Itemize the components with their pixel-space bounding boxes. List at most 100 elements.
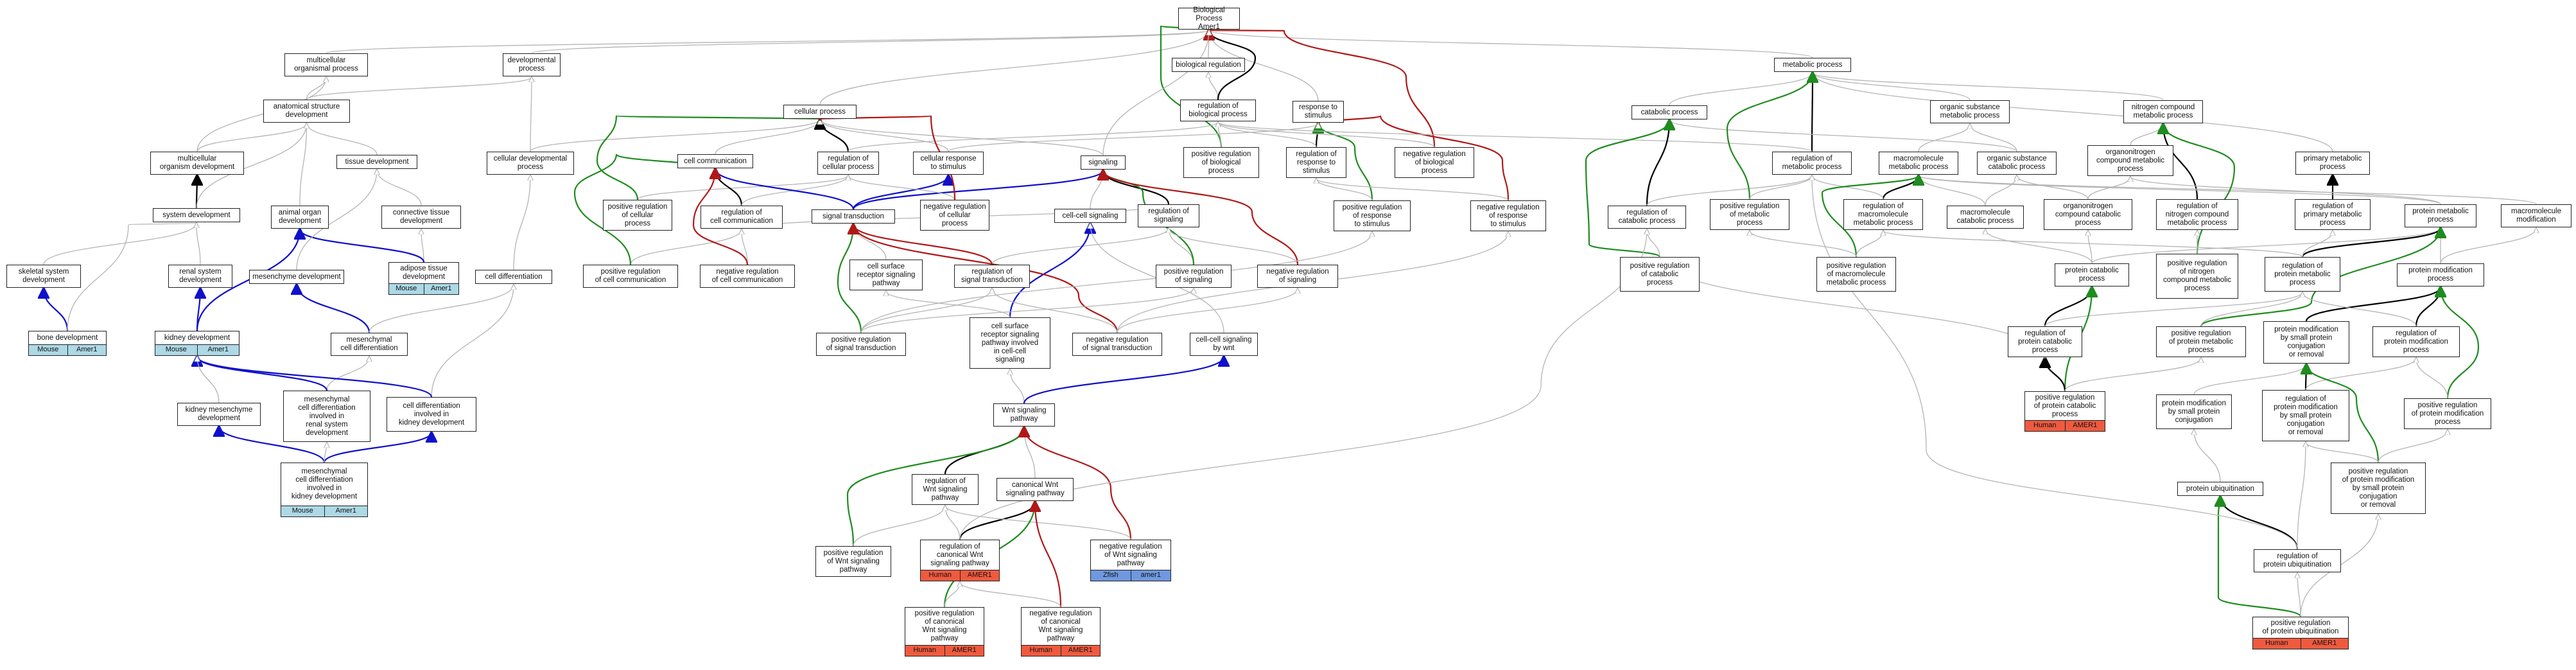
go-term-mesench-dev[interactable]: mesenchyme development [249,270,344,284]
go-term-reg-macro[interactable]: regulation of macromolecule metabolic pr… [1843,199,1923,230]
go-term-reg-cp[interactable]: regulation of cellular process [817,152,879,175]
go-term-reg-wnt[interactable]: regulation of Wnt signaling pathway [912,474,979,505]
go-term-reg-st[interactable]: regulation of signal transduction [954,265,1030,288]
go-term-pos-reg-sig[interactable]: positive regulation of signaling [1156,265,1231,288]
go-term-tissue-dev[interactable]: tissue development [336,155,417,169]
go-term-label: regulation of canonical Wnt signaling pa… [930,542,989,567]
edge-is-a-pos_reg_macro-to-pos_reg_metab [1750,231,1857,258]
go-term-prot-ubiq[interactable]: protein ubiquitination [2177,482,2263,496]
go-term-cc-wnt[interactable]: cell-cell signaling by wnt [1190,333,1258,356]
go-term-orgnitro[interactable]: organonitrogen compound metabolic proces… [2087,145,2173,176]
go-term-macro-cat[interactable]: macromolecule catabolic process [1947,206,2024,229]
go-term-cell-dev[interactable]: cellular developmental process [487,152,574,175]
go-term-reg-sig[interactable]: regulation of signaling [1138,204,1199,227]
go-term-mesench-cd[interactable]: mesenchymal cell differentiation [331,333,408,356]
go-term-cc-sig[interactable]: cell-cell signaling [1054,209,1126,223]
go-term-orgnitro-cat[interactable]: organonitrogen compound catabolic proces… [2044,199,2132,230]
go-term-reg-nitro[interactable]: regulation of nitrogen compound metaboli… [2156,199,2238,230]
go-term-reg-cc[interactable]: regulation of cell communication [701,206,783,229]
go-term-reg-metab[interactable]: regulation of metabolic process [1772,152,1852,175]
go-term-anat[interactable]: anatomical structure development [263,100,350,123]
go-term-mes-kidney[interactable]: mesenchymal cell differentiation involve… [281,463,368,506]
go-term-pos-reg-metab[interactable]: positive regulation of metabolic process [1710,199,1789,230]
go-term-pos-reg-pmp[interactable]: positive regulation of protein metabolic… [2156,326,2246,357]
go-term-metab[interactable]: metabolic process [1774,58,1851,72]
go-term-neg-reg-resp[interactable]: negative regulation of response to stimu… [1470,200,1546,231]
edge-is-a-skeletal-to-sys_dev [43,223,196,265]
go-term-multi-org[interactable]: multicellular organismal process [284,53,368,76]
go-term-kidney-mes[interactable]: kidney mesenchyme development [177,403,261,426]
go-term-prot-mod[interactable]: protein modification process [2397,263,2484,287]
go-term-cellular-proc[interactable]: cellular process [783,105,857,119]
go-term-reg-pm-conj[interactable]: regulation of protein modification by sm… [2262,390,2349,441]
go-term-reg-pmod[interactable]: regulation of protein modification proce… [2372,326,2460,357]
go-term-org-sub[interactable]: organic substance metabolic process [1930,100,2010,123]
go-term-macro-metab[interactable]: macromolecule metabolic process [1879,152,1958,175]
go-term-pos-reg-nitro[interactable]: positive regulation of nitrogen compound… [2156,254,2238,299]
go-term-neg-reg-st[interactable]: negative regulation of signal transducti… [1072,333,1162,356]
go-term-pos-reg-canon[interactable]: positive regulation of canonical Wnt sig… [905,607,984,646]
go-term-canon-wnt[interactable]: canonical Wnt signaling pathway [996,478,1074,501]
go-term-csr-cc[interactable]: cell surface receptor signaling pathway … [970,317,1050,369]
go-term-pos-reg-pcat[interactable]: positive regulation of protein catabolic… [2024,391,2105,421]
go-term-pos-reg-cp[interactable]: positive regulation of cellular process [603,200,672,231]
go-term-mes-renal[interactable]: mesenchymal cell differentiation involve… [283,391,370,442]
go-term-cell-diff[interactable]: cell differentiation [475,270,552,284]
go-term-reg-prot-metab[interactable]: regulation of protein metabolic process [2265,257,2340,292]
go-term-nitro[interactable]: nitrogen compound metabolic process [2123,100,2203,123]
go-term-biol-reg[interactable]: biological regulation [1172,58,1245,72]
go-term-reg-catab[interactable]: regulation of catabolic process [1608,206,1686,229]
go-term-neg-reg-cc[interactable]: negative regulation of cell communicatio… [700,265,795,288]
go-term-pos-reg-resp[interactable]: positive regulation of response to stimu… [1334,200,1411,231]
go-term-csr-sig[interactable]: cell surface receptor signaling pathway [849,260,923,290]
go-term-wnt[interactable]: Wnt signaling pathway [993,403,1055,427]
go-term-pos-reg-macro[interactable]: positive regulation of macromolecule met… [1816,257,1896,292]
go-term-signaling[interactable]: signaling [1081,155,1126,170]
go-term-pm-small[interactable]: protein modification by small protein co… [2156,394,2232,429]
edge-is-a-pos_reg_st-to-reg_st [860,288,992,333]
go-term-neg-reg-wnt[interactable]: negative regulation of Wnt signaling pat… [1090,540,1171,570]
go-term-pos-reg-bp[interactable]: positive regulation of biological proces… [1183,147,1259,178]
go-term-resp-stim[interactable]: response to stimulus [1292,101,1344,123]
go-term-pos-reg-pm-conj[interactable]: positive regulation of protein modificat… [2331,463,2426,514]
go-term-primary[interactable]: primary metabolic process [2295,152,2370,175]
go-term-neg-reg-sig[interactable]: negative regulation of signaling [1257,265,1338,288]
go-term-reg-ubiq[interactable]: regulation of protein ubiquitination [2254,549,2341,572]
go-term-reg-prot-cat[interactable]: regulation of protein catabolic process [2008,326,2082,357]
go-term-prot-metab[interactable]: protein metabolic process [2405,204,2476,227]
go-term-neg-reg-bp[interactable]: negative regulation of biological proces… [1395,147,1474,178]
go-term-sig-trans[interactable]: signal transduction [812,209,895,224]
go-term-bp[interactable]: Biological Process Amer1 [1178,6,1240,31]
go-term-neg-reg-canon[interactable]: negative regulation of canonical Wnt sig… [1021,607,1101,646]
go-term-macro-mod[interactable]: macromolecule modification [2501,204,2572,227]
go-term-neg-reg-cp[interactable]: negative regulation of cellular process [920,200,989,231]
go-term-catab[interactable]: catabolic process [1632,105,1707,119]
go-term-adipose[interactable]: adipose tissue development [388,262,459,284]
go-term-cell-resp[interactable]: cellular response to stimulus [913,152,984,175]
go-term-skeletal[interactable]: skeletal system development [6,265,81,288]
go-term-kidney-dev[interactable]: kidney development [155,331,239,345]
edge-part-of-reg_catab-to-catab [1646,120,1669,206]
go-term-dev-proc[interactable]: developmental process [503,53,561,76]
go-term-cd-kidney[interactable]: cell differentiation involved in kidney … [387,397,476,432]
go-term-org-sub-cat[interactable]: organic substance catabolic process [1977,152,2057,175]
go-term-pos-reg-ubiq[interactable]: positive regulation of protein ubiquitin… [2252,617,2349,639]
go-term-pos-reg-catab[interactable]: positive regulation of catabolic process [1620,257,1700,292]
go-term-renal-sys[interactable]: renal system development [168,265,232,288]
go-term-animal-organ[interactable]: animal organ development [271,206,329,229]
go-term-pos-reg-wnt[interactable]: positive regulation of Wnt signaling pat… [815,546,891,577]
go-term-multi-dev[interactable]: multicellular organism development [150,152,244,175]
go-term-pos-reg-st[interactable]: positive regulation of signal transducti… [816,333,906,356]
go-term-reg-bp[interactable]: regulation of biological process [1180,100,1256,121]
go-term-reg-primary[interactable]: regulation of primary metabolic process [2295,199,2371,230]
go-term-conn-tissue[interactable]: connective tissue development [381,206,461,229]
go-term-reg-resp[interactable]: regulation of response to stimulus [1286,147,1346,178]
go-term-pos-reg-pmod[interactable]: positive regulation of protein modificat… [2404,398,2491,429]
go-term-cell-comm[interactable]: cell communication [677,154,753,168]
go-term-bone-dev[interactable]: bone development [28,331,107,345]
go-term-pm-conj[interactable]: protein modification by small protein co… [2263,321,2349,364]
go-term-prot-cat[interactable]: protein catabolic process [2055,263,2129,287]
go-term-pos-reg-cc[interactable]: positive regulation of cell communicatio… [583,265,678,288]
go-term-reg-canon[interactable]: regulation of canonical Wnt signaling pa… [920,540,1000,570]
go-term-sys-dev[interactable]: system development [153,208,240,222]
